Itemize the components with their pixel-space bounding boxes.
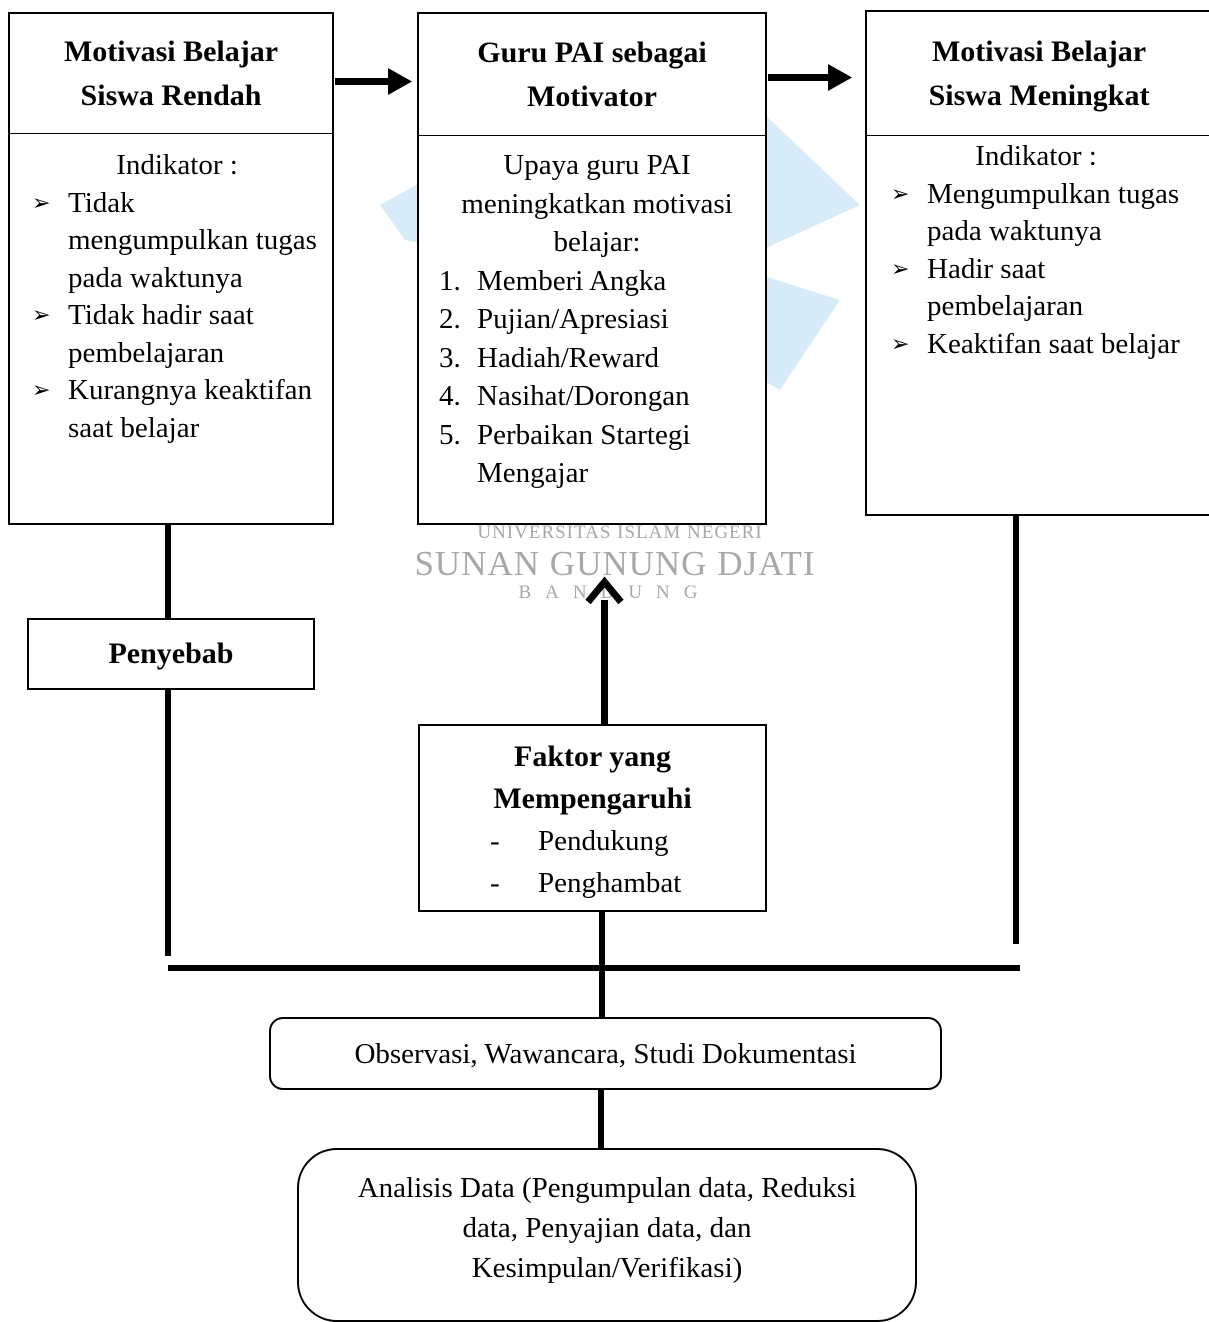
horizontal-bus-line: [168, 965, 1020, 971]
high-motivation-intro: Indikator :: [975, 140, 1097, 172]
low-motivation-intro: Indikator :: [116, 149, 238, 181]
list-item: Hadir saat pembelajaran: [891, 251, 1181, 326]
arrow-up-shaft: [601, 600, 608, 726]
list-item: Mengumpulkan tugas pada waktunya: [891, 176, 1181, 251]
factors-title-line2: Mempengaruhi: [493, 782, 692, 815]
low-motivation-title: Motivasi Belajar Siswa Rendah: [10, 14, 332, 134]
list-item: Tidak hadir saat pembelajaran: [32, 297, 322, 372]
list-item: 1.Memberi Angka: [439, 264, 667, 297]
list-item: -Penghambat: [490, 867, 682, 899]
cause-line-top: [165, 524, 171, 620]
data-analysis-box: Analisis Data (Pengumpulan data, Reduksi…: [297, 1148, 917, 1322]
low-motivation-box: Motivasi Belajar Siswa Rendah Indikator …: [8, 12, 334, 525]
list-item: Kurangnya keaktifan saat belajar: [32, 372, 322, 447]
factors-title-line1: Faktor yang: [514, 740, 671, 773]
teacher-motivator-intro: Upaya guru PAI meningkatkan motivasi bel…: [461, 149, 733, 258]
teacher-motivator-box: Guru PAI sebagai Motivator Upaya guru PA…: [417, 12, 767, 525]
teacher-motivator-title: Guru PAI sebagai Motivator: [419, 14, 765, 136]
arrow-up-head-icon: [585, 576, 624, 605]
list-item: 5.Perbaikan Startegi Mengajar: [439, 418, 691, 490]
analysis-line1: Analisis Data (Pengumpulan data, Reduksi: [357, 1172, 857, 1204]
factor-to-bus-line: [599, 910, 605, 1020]
teacher-motivator-body: Upaya guru PAI meningkatkan motivasi bel…: [419, 136, 765, 493]
analysis-line3: Kesimpulan/Verifikasi): [471, 1252, 743, 1284]
factors-list: -Pendukung -Penghambat: [420, 820, 765, 904]
list-item: 4.Nasihat/Dorongan: [439, 380, 690, 412]
low-motivation-indicators: Tidak mengumpulkan tugas pada waktunya T…: [32, 185, 322, 448]
methods-label: Observasi, Wawancara, Studi Dokumentasi: [354, 1037, 857, 1070]
right-vertical-line: [1013, 514, 1019, 944]
analysis-line2: data, Penyajian data, dan: [462, 1212, 752, 1244]
teacher-efforts-list: 1.Memberi Angka 2.Pujian/Apresiasi 3.Had…: [439, 262, 755, 493]
arrow-left-to-middle: [335, 68, 412, 95]
list-item: -Pendukung: [490, 825, 669, 857]
low-motivation-body: Indikator : Tidak mengumpulkan tugas pad…: [10, 134, 332, 447]
method-to-analysis-line: [598, 1088, 604, 1150]
influencing-factors-box: Faktor yang Mempengaruhi -Pendukung -Pen…: [418, 724, 767, 912]
data-collection-methods-box: Observasi, Wawancara, Studi Dokumentasi: [269, 1017, 942, 1090]
arrow-middle-to-right: [768, 64, 852, 91]
list-item: Tidak mengumpulkan tugas pada waktunya: [32, 185, 322, 298]
high-motivation-body: Indikator : Mengumpulkan tugas pada wakt…: [867, 136, 1209, 363]
list-item: 2.Pujian/Apresiasi: [439, 303, 669, 335]
cause-label: Penyebab: [108, 637, 234, 670]
high-motivation-indicators: Mengumpulkan tugas pada waktunya Hadir s…: [891, 176, 1181, 364]
cause-box: Penyebab: [27, 618, 315, 690]
list-item: 3.Hadiah/Reward: [439, 341, 659, 374]
cause-line-bottom: [165, 688, 171, 956]
high-motivation-title: Motivasi Belajar Siswa Meningkat: [867, 12, 1209, 136]
list-item: Keaktifan saat belajar: [891, 326, 1181, 364]
high-motivation-box: Motivasi Belajar Siswa Meningkat Indikat…: [865, 10, 1209, 516]
